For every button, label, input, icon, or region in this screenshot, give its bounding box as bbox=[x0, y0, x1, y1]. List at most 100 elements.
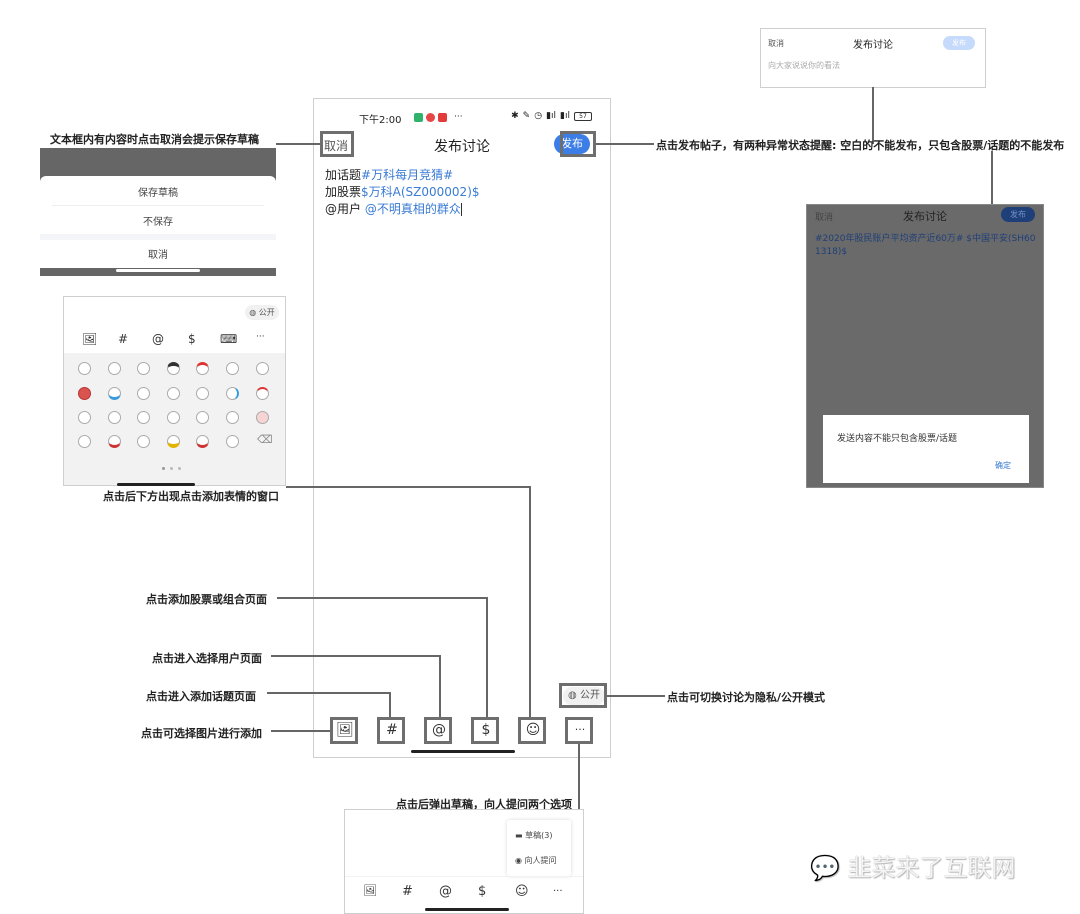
emoji-item[interactable] bbox=[256, 387, 269, 400]
page-dot[interactable] bbox=[178, 467, 181, 470]
draft-label: 草稿(3) bbox=[525, 831, 553, 840]
emoji-item[interactable] bbox=[256, 362, 269, 375]
emoji-item[interactable] bbox=[196, 435, 209, 448]
main-phone-screen: 下午2:00 ··· ✱ ✎ ◷ ▮ıl ▮ıl 57 取消 发布讨论 发布 加… bbox=[313, 98, 611, 758]
empty-state-screen: 取消 发布讨论 发布 向大家说说你的看法 bbox=[760, 28, 986, 88]
emoji-item[interactable] bbox=[108, 411, 121, 424]
content-text: 加股票 bbox=[325, 185, 362, 199]
publish-button[interactable]: 发布 bbox=[1001, 207, 1035, 222]
more-options-panel: ▬ 草稿(3) ◉ 向人提问 🖼 # @ $ ☺ ··· bbox=[344, 809, 584, 914]
emoji-item[interactable] bbox=[78, 362, 91, 375]
image-icon[interactable]: 🖼 bbox=[363, 884, 377, 897]
emoji-item[interactable] bbox=[137, 411, 150, 424]
alert-message: 发送内容不能只包含股票/话题 bbox=[837, 434, 958, 444]
text-caret bbox=[460, 203, 462, 216]
connector-line bbox=[389, 692, 391, 717]
app-notification-icon bbox=[414, 112, 423, 122]
mention-icon[interactable]: @ bbox=[439, 884, 452, 899]
emoji-item[interactable] bbox=[137, 362, 150, 375]
system-icons: ✱ ✎ ◷ ▮ıl ▮ıl 57 bbox=[511, 111, 592, 121]
emoji-item[interactable] bbox=[78, 411, 91, 424]
connector-line bbox=[991, 151, 993, 204]
content-text: 加话题 bbox=[325, 168, 362, 182]
emoji-grid: ⌫ bbox=[64, 353, 285, 486]
image-icon[interactable]: 🖼 bbox=[336, 722, 354, 738]
page-title: 发布讨论 bbox=[903, 210, 947, 223]
emoji-item[interactable] bbox=[137, 435, 150, 448]
keyboard-icon[interactable]: ⌨ bbox=[220, 332, 238, 346]
delete-icon[interactable]: ⌫ bbox=[257, 433, 273, 446]
mention-icon[interactable]: @ bbox=[432, 722, 446, 738]
stock-icon[interactable]: $ bbox=[481, 722, 491, 738]
draft-menu-item[interactable]: ▬ 草稿(3) bbox=[515, 830, 552, 841]
emoji-item[interactable] bbox=[108, 435, 121, 448]
user-mention[interactable]: @不明真相的群众 bbox=[364, 202, 461, 216]
emoji-item[interactable] bbox=[167, 435, 180, 448]
emoji-item[interactable] bbox=[78, 387, 91, 400]
cancel-button[interactable]: 取消 bbox=[815, 213, 834, 223]
connector-line bbox=[276, 143, 320, 145]
cancel-button[interactable]: 取消 bbox=[324, 139, 349, 153]
emoji-item[interactable] bbox=[196, 411, 209, 424]
stock-tag[interactable]: $万科A(SZ000002)$ bbox=[361, 185, 480, 199]
status-time: 下午2:00 bbox=[359, 115, 402, 126]
confirm-button[interactable]: 确定 bbox=[995, 461, 1011, 470]
annotation-more: 点击后弹出草稿，向人提问两个选项 bbox=[396, 798, 572, 811]
emoji-item[interactable] bbox=[108, 362, 121, 375]
cancel-button[interactable]: 取消 bbox=[768, 39, 784, 48]
stock-icon[interactable]: $ bbox=[478, 884, 487, 899]
content-text: @用户 bbox=[325, 202, 365, 216]
discard-option[interactable]: 不保存 bbox=[143, 217, 173, 228]
publish-button[interactable]: 发布 bbox=[554, 134, 590, 154]
status-bar: 下午2:00 ··· ✱ ✎ ◷ ▮ıl ▮ıl 57 bbox=[314, 111, 610, 126]
page-dot[interactable] bbox=[170, 467, 173, 470]
connector-line bbox=[607, 695, 665, 697]
bluetooth-icon: ✱ bbox=[511, 111, 519, 121]
save-draft-dialog: 保存草稿 不保存 取消 bbox=[40, 148, 276, 276]
mute-icon: ✎ bbox=[522, 111, 531, 121]
emoji-item[interactable] bbox=[167, 362, 180, 375]
annotation-image: 点击可选择图片进行添加 bbox=[141, 727, 262, 740]
privacy-toggle[interactable]: ◍ 公开 bbox=[563, 687, 605, 705]
topic-icon[interactable]: # bbox=[402, 884, 413, 899]
emoji-item[interactable] bbox=[226, 435, 239, 448]
topic-tag[interactable]: #万科每月竞猜# bbox=[361, 168, 454, 182]
cancel-option[interactable]: 取消 bbox=[148, 250, 168, 261]
emoji-item[interactable] bbox=[196, 387, 209, 400]
emoji-item[interactable] bbox=[196, 362, 209, 375]
more-icon[interactable]: ··· bbox=[574, 723, 586, 736]
post-text-input[interactable]: 加话题#万科每月竞猜# 加股票$万科A(SZ000002)$ @用户 @不明真相… bbox=[325, 167, 480, 218]
emoji-item[interactable] bbox=[226, 387, 239, 400]
annotation-emoji: 点击后下方出现点击添加表情的窗口 bbox=[103, 490, 279, 503]
image-icon[interactable]: 🖼 bbox=[82, 332, 98, 346]
emoji-icon[interactable]: ☺ bbox=[515, 884, 529, 899]
post-placeholder[interactable]: 向大家说说你的看法 bbox=[768, 61, 840, 70]
highlight-privacy bbox=[559, 683, 607, 708]
alert-dialog: 发送内容不能只包含股票/话题 确定 bbox=[823, 415, 1029, 483]
topic-icon[interactable]: # bbox=[386, 722, 398, 738]
save-draft-option[interactable]: 保存草稿 bbox=[138, 188, 178, 199]
emoji-item[interactable] bbox=[137, 387, 150, 400]
ask-menu-item[interactable]: ◉ 向人提问 bbox=[515, 855, 557, 866]
annotation-cancel: 文本框内有内容时点击取消会提示保存草稿 bbox=[50, 133, 259, 146]
mention-icon[interactable]: @ bbox=[152, 332, 164, 346]
emoji-item[interactable] bbox=[226, 411, 239, 424]
emoji-item[interactable] bbox=[78, 435, 91, 448]
more-icon[interactable]: ··· bbox=[256, 332, 265, 342]
emoji-item[interactable] bbox=[226, 362, 239, 375]
stock-icon[interactable]: $ bbox=[188, 332, 196, 346]
emoji-item[interactable] bbox=[108, 387, 121, 400]
emoji-icon[interactable]: ☺ bbox=[525, 722, 541, 738]
topic-icon[interactable]: # bbox=[118, 332, 129, 346]
connector-line bbox=[596, 143, 654, 145]
publish-button-disabled[interactable]: 发布 bbox=[943, 36, 975, 50]
emoji-item[interactable] bbox=[256, 411, 269, 424]
highlight-mention bbox=[424, 717, 452, 744]
more-icon[interactable]: ··· bbox=[553, 886, 563, 897]
privacy-toggle[interactable]: ◍ 公开 bbox=[245, 305, 279, 320]
home-indicator bbox=[116, 269, 200, 272]
page-dot[interactable] bbox=[162, 467, 165, 470]
emoji-item[interactable] bbox=[167, 387, 180, 400]
privacy-label: 公开 bbox=[258, 308, 275, 317]
emoji-item[interactable] bbox=[167, 411, 180, 424]
